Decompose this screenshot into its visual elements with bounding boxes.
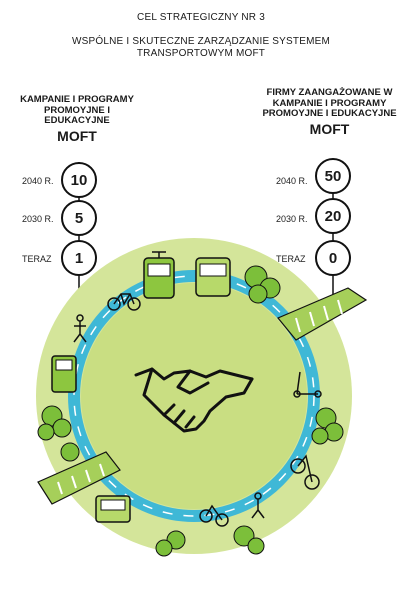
- tree-icon: [37, 265, 344, 557]
- tram-icon: [95, 495, 131, 523]
- left-value-2040: 10: [61, 162, 97, 198]
- goal-title: CEL STRATEGICZNY NR 3: [137, 12, 265, 23]
- left-value-2030: 5: [61, 200, 97, 236]
- right-value-2040: 50: [315, 158, 351, 194]
- bus-icon: [51, 355, 77, 393]
- scooter-icon: [293, 371, 322, 398]
- left-metric-label: KAMPANIE I PROGRAMY PROMOYJNE I EDUKACYJ…: [20, 94, 134, 126]
- right-value-now: 0: [315, 240, 351, 276]
- right-metric-label: FIRMY ZAANGAŻOWANE W KAMPANIE I PROGRAMY…: [262, 87, 397, 119]
- handshake-icon: [134, 367, 254, 433]
- goal-subtitle: WSPÓLNE I SKUTECZNE ZARZĄDZANIE SYSTEMEM…: [71, 36, 331, 59]
- right-row-label-2030: 2030 R.: [276, 214, 308, 224]
- bicycle-icon: [107, 293, 141, 311]
- bus-icon: [195, 257, 231, 297]
- left-row-label-2030: 2030 R.: [22, 214, 54, 224]
- right-metric-acronym: MOFT: [309, 120, 350, 137]
- left-metric-title: KAMPANIE I PROGRAMY PROMOYJNE I EDUKACYJ…: [12, 94, 142, 145]
- inner-disc: [81, 283, 307, 509]
- left-value-now: 1: [61, 240, 97, 276]
- left-row-label-now: TERAZ: [22, 254, 52, 264]
- building-icon: [37, 287, 368, 505]
- header: CEL STRATEGICZNY NR 3 WSPÓLNE I SKUTECZN…: [0, 12, 402, 60]
- left-metric-acronym: MOFT: [57, 127, 97, 144]
- right-value-2030: 20: [315, 198, 351, 234]
- right-row-label-2040: 2040 R.: [276, 176, 308, 186]
- pedestrian-icon: [73, 314, 265, 519]
- right-row-label-now: TERAZ: [276, 254, 306, 264]
- left-row-label-2040: 2040 R.: [22, 176, 54, 186]
- tram-icon: [143, 251, 175, 299]
- right-metric-title: FIRMY ZAANGAŻOWANE W KAMPANIE I PROGRAMY…: [262, 87, 397, 138]
- cyclist-icon: [199, 454, 320, 527]
